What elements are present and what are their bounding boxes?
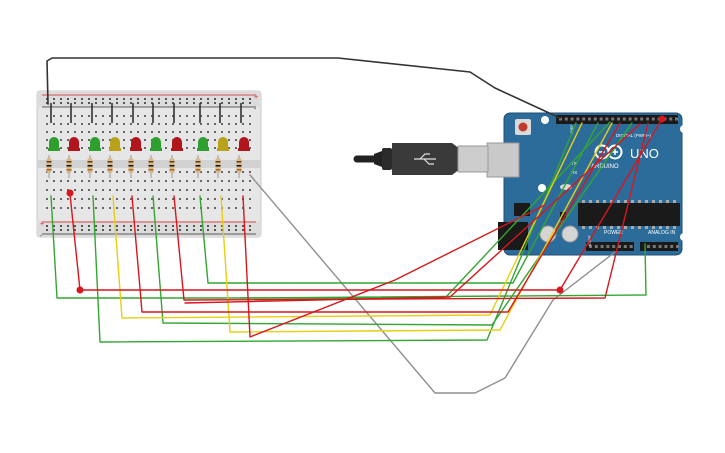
aref-label: AREF [570,125,574,134]
bb-plus-label: + [254,94,258,101]
tx-label: TX [571,161,577,166]
power-analog-pins [589,245,679,248]
resistor-7[interactable] [169,155,175,178]
wire-red-2[interactable] [131,122,621,313]
bb-minus-label: - [254,106,257,113]
wire-green-3[interactable] [152,122,633,326]
usb-symbol-icon [414,153,436,165]
wire-red-1[interactable] [69,118,663,291]
led-9[interactable] [217,137,229,151]
wire-green-5[interactable] [239,243,647,299]
power-label: POWER [604,230,623,236]
analog-in-label: ANALOG IN [648,230,676,236]
resistor-8[interactable] [195,155,201,178]
resistor-2[interactable] [66,155,72,178]
bb-minus-label-bottom: - [40,233,43,240]
led-4[interactable] [109,137,121,151]
led-7[interactable] [171,137,183,151]
uno-model-label: UNO [630,146,659,161]
wire-green-4[interactable] [199,122,599,284]
arduino-brand-label: ARDUINO [591,164,619,170]
power-header[interactable] [586,242,634,251]
led-3[interactable] [89,137,101,151]
wire-yellow-2[interactable] [220,122,613,333]
led-1[interactable] [48,137,60,151]
usb-cable[interactable] [353,143,489,175]
led-resistor-array [46,103,250,178]
wiring [46,57,666,394]
wire-red-4[interactable] [242,195,546,338]
resistor-10[interactable] [236,155,242,178]
wire-gray[interactable] [249,174,616,394]
resistor-3[interactable] [87,155,93,178]
microcontroller-chip [578,203,680,226]
arduino-uno-board[interactable]: ARDUINO UNO DIGITAL (PWM~) POWER ANALOG … [486,112,688,256]
usb-port [486,142,520,178]
resistor-5[interactable] [128,155,134,178]
wire-green-2[interactable] [92,122,577,343]
led-8[interactable] [197,137,209,151]
led-10[interactable] [238,137,250,151]
resistor-4[interactable] [107,155,113,178]
led-2[interactable] [68,137,80,151]
wire-red-3[interactable] [173,122,649,301]
resistor-9[interactable] [215,155,221,178]
led-5[interactable] [130,137,142,151]
led-6[interactable] [150,137,162,151]
wire-gnd-black[interactable] [46,57,561,119]
resistor-1[interactable] [46,155,52,178]
bb-plus-label-bottom: + [40,221,44,228]
wire-red-5[interactable] [184,123,641,304]
rx-label: RX [571,170,577,175]
digital-pwm-label: DIGITAL (PWM~) [616,133,651,138]
resistor-6[interactable] [148,155,154,178]
